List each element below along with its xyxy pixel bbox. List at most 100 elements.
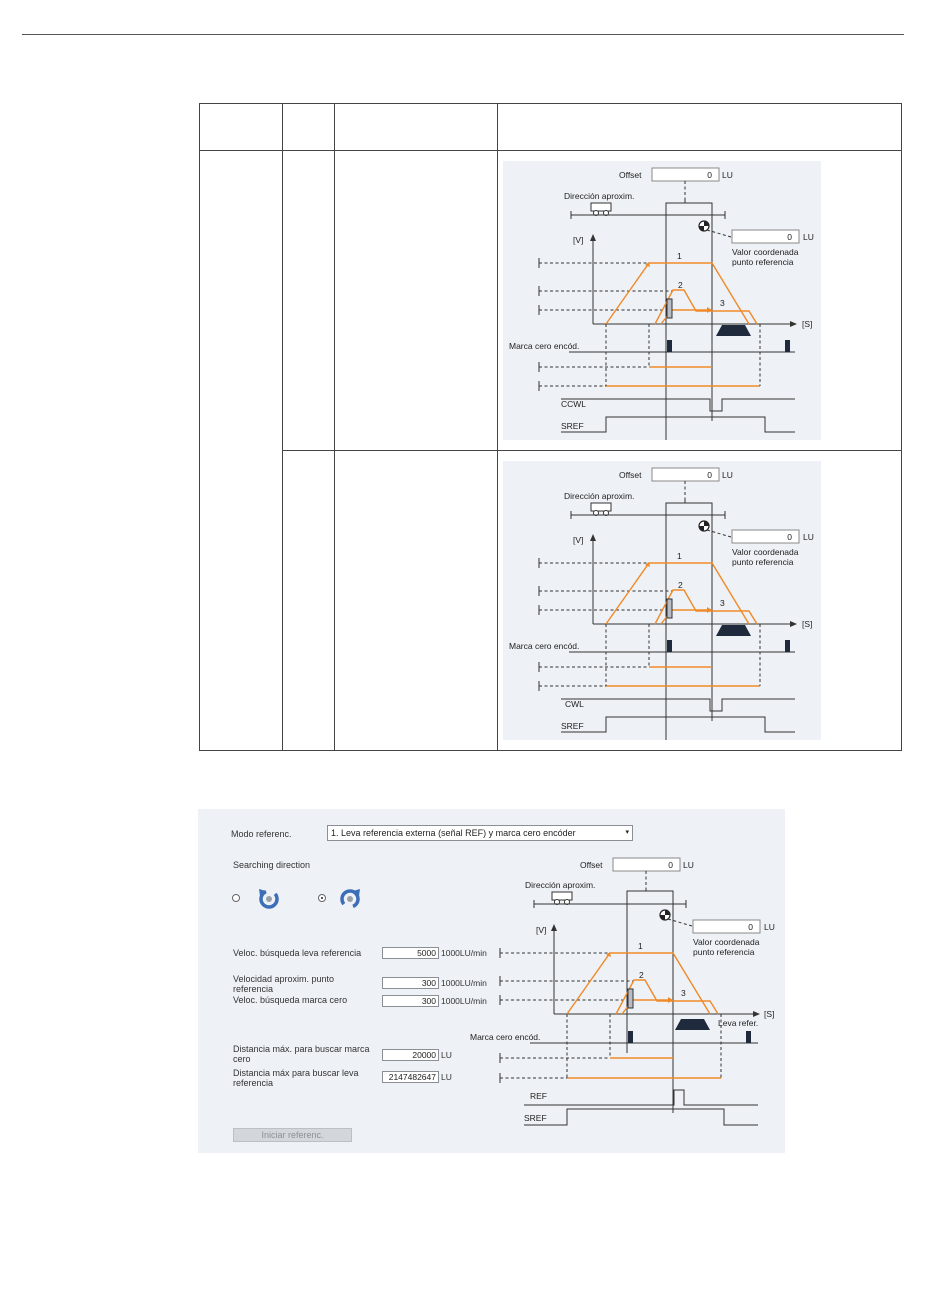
carriage-icon xyxy=(590,502,612,516)
reference-point-icon xyxy=(698,520,710,532)
dist-zero-label: Distancia máx. para buscar marca cero xyxy=(233,1044,370,1064)
velocity-cam-label: Veloc. búsqueda leva referencia xyxy=(233,948,362,958)
ref-value-field xyxy=(731,229,800,244)
step2-marker: 2 xyxy=(678,280,683,290)
dist-cam-label-line2: referencia xyxy=(233,1078,274,1088)
ref-value: 0 xyxy=(787,232,792,242)
offset-label: Offset xyxy=(580,860,603,870)
dist-zero-unit: LU xyxy=(441,1050,452,1060)
sref-label: SREF xyxy=(524,1113,547,1123)
velocity-zero-input[interactable]: 300 xyxy=(382,995,439,1007)
zero-mark-window xyxy=(666,598,673,619)
s-axis-label: [S] xyxy=(764,1009,774,1019)
ref-value: 0 xyxy=(748,922,753,932)
direction-label: Dirección aproxim. xyxy=(564,191,634,201)
ref-value: 0 xyxy=(787,532,792,542)
reference-cam xyxy=(675,1019,710,1030)
offset-label: Offset xyxy=(619,170,642,180)
v-axis-label: [V] xyxy=(536,925,546,935)
ref-label-line1: Valor coordenada xyxy=(693,937,760,947)
reference-point-icon xyxy=(659,909,671,921)
velocity-profile xyxy=(566,952,719,1015)
dist-cam-unit: LU xyxy=(441,1072,452,1082)
offset-value: 0 xyxy=(707,470,712,480)
ref-value-field xyxy=(692,919,761,934)
dist-cam-input[interactable]: 2147482647 xyxy=(382,1071,439,1083)
offset-label: Offset xyxy=(619,470,642,480)
s-axis-label: [S] xyxy=(802,619,812,629)
table-column-divider xyxy=(497,103,498,751)
zero-mark-window xyxy=(627,988,634,1009)
step1-marker: 1 xyxy=(638,941,643,951)
ref-value-field xyxy=(731,529,800,544)
step3-marker: 3 xyxy=(720,598,725,608)
direction-label: Dirección aproxim. xyxy=(525,880,595,890)
velocity-cam-unit: 1000LU/min xyxy=(441,948,487,958)
rotate-ccw-icon xyxy=(256,885,282,911)
dist-zero-label-line2: cero xyxy=(233,1054,251,1064)
table-row-divider xyxy=(282,450,902,451)
ref-signal-label: REF xyxy=(530,1091,547,1101)
homing-config-panel xyxy=(198,809,785,1153)
velocity-profile xyxy=(605,562,758,625)
mode-label: Modo referenc. xyxy=(231,829,292,839)
header-rule xyxy=(22,34,904,35)
step1-marker: 1 xyxy=(677,251,682,261)
sref-label: SREF xyxy=(561,721,584,731)
velocity-approach-label-line1: Velocidad aproxim. punto xyxy=(233,974,335,984)
direction-ccw-radio[interactable] xyxy=(232,894,240,902)
homing-diagram-cw: Offset 0 LU Dirección aproxim. 0 LU Valo… xyxy=(503,461,821,740)
encoder-label: Marca cero encód. xyxy=(509,341,579,351)
distance-lines xyxy=(538,324,761,391)
velocity-zero-label: Veloc. búsqueda marca cero xyxy=(233,995,348,1005)
ref-label-line2: punto referencia xyxy=(732,257,794,267)
limit-label: CCWL xyxy=(561,399,586,409)
dist-cam-label-line1: Distancia máx para buscar leva xyxy=(233,1068,359,1078)
distance-lines xyxy=(538,624,761,691)
velocity-zero-unit: 1000LU/min xyxy=(441,996,487,1006)
carriage-icon xyxy=(590,202,612,216)
rotate-cw-icon xyxy=(337,885,363,911)
velocity-cam-input[interactable]: 5000 xyxy=(382,947,439,959)
ref-label-line2: punto referencia xyxy=(732,557,794,567)
search-direction-label: Searching direction xyxy=(233,860,311,870)
ref-label-line1: Valor coordenada xyxy=(732,547,799,557)
offset-unit: LU xyxy=(722,470,733,480)
velocity-approach-label: Velocidad aproxim. punto referencia xyxy=(233,974,334,994)
dist-zero-label-line1: Distancia máx. para buscar marca xyxy=(233,1044,370,1054)
reference-cam xyxy=(716,325,751,336)
direction-label: Dirección aproxim. xyxy=(564,491,634,501)
ref-unit: LU xyxy=(803,232,814,242)
limit-label: CWL xyxy=(565,699,584,709)
encoder-label: Marca cero encód. xyxy=(470,1032,540,1042)
mode-select[interactable]: 1. Leva referencia externa (señal REF) y… xyxy=(327,825,633,841)
homing-diagram-ccw: Offset 0 LU Dirección aproxim. 0 LU Valo… xyxy=(503,161,821,440)
encoder-label: Marca cero encód. xyxy=(509,641,579,651)
panel-homing-diagram: Offset 0 LU Dirección aproxim. 0 LU Valo… xyxy=(468,853,778,1133)
ref-unit: LU xyxy=(803,532,814,542)
speed-level-lines xyxy=(538,258,673,315)
offset-value: 0 xyxy=(707,170,712,180)
ref-unit: LU xyxy=(764,922,775,932)
s-axis-label: [S] xyxy=(802,319,812,329)
table-column-divider xyxy=(282,103,283,751)
direction-cw-radio[interactable] xyxy=(318,894,326,902)
distance-lines xyxy=(499,1014,722,1083)
reference-mode-table xyxy=(199,103,902,751)
sref-label: SREF xyxy=(561,421,584,431)
step3-marker: 3 xyxy=(681,988,686,998)
speed-level-lines xyxy=(538,558,673,615)
dropdown-arrow-icon[interactable]: ▾ xyxy=(625,829,629,836)
offset-unit: LU xyxy=(683,860,694,870)
offset-unit: LU xyxy=(722,170,733,180)
zero-mark-window xyxy=(666,298,673,319)
dist-zero-input[interactable]: 20000 xyxy=(382,1049,439,1061)
mode-select-value: 1. Leva referencia externa (señal REF) y… xyxy=(331,828,576,838)
v-axis-label: [V] xyxy=(573,535,583,545)
velocity-profile xyxy=(605,262,758,325)
step2-marker: 2 xyxy=(678,580,683,590)
velocity-approach-input[interactable]: 300 xyxy=(382,977,439,989)
start-homing-button[interactable]: Iniciar referenc. xyxy=(233,1128,352,1142)
step3-marker: 3 xyxy=(720,298,725,308)
v-axis-label: [V] xyxy=(573,235,583,245)
